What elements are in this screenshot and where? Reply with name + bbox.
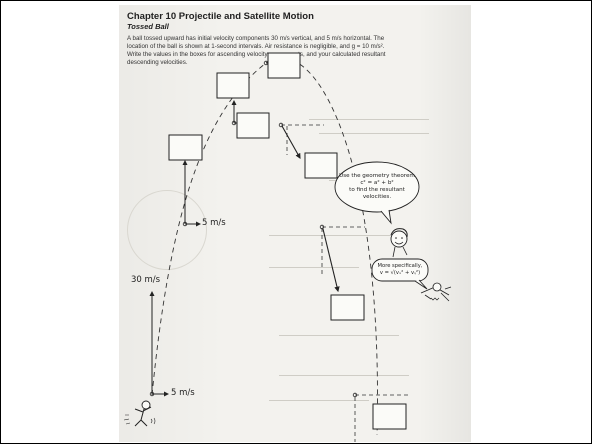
bleed-through-line — [319, 133, 429, 134]
answer-box-horizontal-2 — [236, 112, 270, 139]
answer-box-resultant-6 — [372, 403, 407, 430]
instructions-line: location of the ball is shown at 1-secon… — [127, 43, 385, 50]
ball-position-4 — [278, 122, 284, 128]
cartoon-reclining-figure — [420, 282, 452, 302]
ball-position-5 — [319, 224, 325, 230]
hint-bubble-specific — [371, 258, 429, 282]
hint-bubble-specific-tail — [414, 279, 428, 290]
hint-main-line: c² = a² + b² — [360, 180, 394, 186]
horizontal-velocity-label-second: 5 m/s — [202, 218, 226, 228]
hint-specific-line: More specifically, — [377, 263, 423, 269]
hint-main-line: velocities. — [362, 194, 392, 200]
chapter-title: Chapter 10 Projectile and Satellite Moti… — [127, 11, 314, 22]
instructions-paragraph: A ball tossed upward has initial velocit… — [127, 35, 445, 67]
bleed-through-line — [279, 375, 409, 376]
trajectory-diagram — [123, 52, 452, 442]
answer-box-resultant-4 — [304, 152, 338, 179]
bleed-through-line — [269, 235, 399, 236]
answer-box-apex — [267, 52, 301, 79]
instructions-line: Write the values in the boxes for ascend… — [127, 51, 386, 58]
bleed-through-line — [269, 267, 359, 268]
horizontal-velocity-label-initial: 5 m/s — [171, 388, 195, 398]
bleed-through-circle — [127, 190, 207, 270]
resultant-velocity-arrow-4 — [281, 125, 301, 159]
worksheet-scan: Chapter 10 Projectile and Satellite Moti… — [119, 5, 471, 442]
bleed-through-line — [309, 119, 429, 120]
cartoon-ball-thrower — [123, 400, 156, 427]
answer-box-vertical-2 — [216, 72, 250, 99]
hint-main-text: Use the geometry theorem c² = a² + b² to… — [339, 173, 415, 201]
hint-main-line: to find the resultant — [349, 187, 405, 193]
cartoon-student-face — [390, 228, 408, 258]
hint-main-line: Use the geometry theorem — [339, 173, 415, 179]
vertical-velocity-label: 30 m/s — [131, 275, 161, 285]
instructions-line: descending velocities. — [127, 59, 188, 66]
hint-specific-line: v = √(vₓ² + vᵧ²) — [379, 269, 421, 276]
worksheet-subtitle: Tossed Ball — [127, 22, 169, 31]
trajectory-path — [151, 57, 378, 436]
bleed-through-line — [269, 400, 369, 401]
hint-bubble-main — [334, 161, 420, 213]
resultant-velocity-arrow-5 — [322, 228, 340, 293]
bleed-through-line — [279, 335, 399, 336]
answer-box-resultant-5 — [330, 294, 365, 321]
ball-position-6 — [352, 392, 358, 398]
instructions-line: A ball tossed upward has initial velocit… — [127, 35, 385, 42]
hint-specific-text: More specifically, v = √(vₓ² + vᵧ²) — [374, 263, 426, 276]
answer-box-vertical-1 — [168, 134, 203, 161]
hint-bubble-tail — [380, 209, 392, 225]
